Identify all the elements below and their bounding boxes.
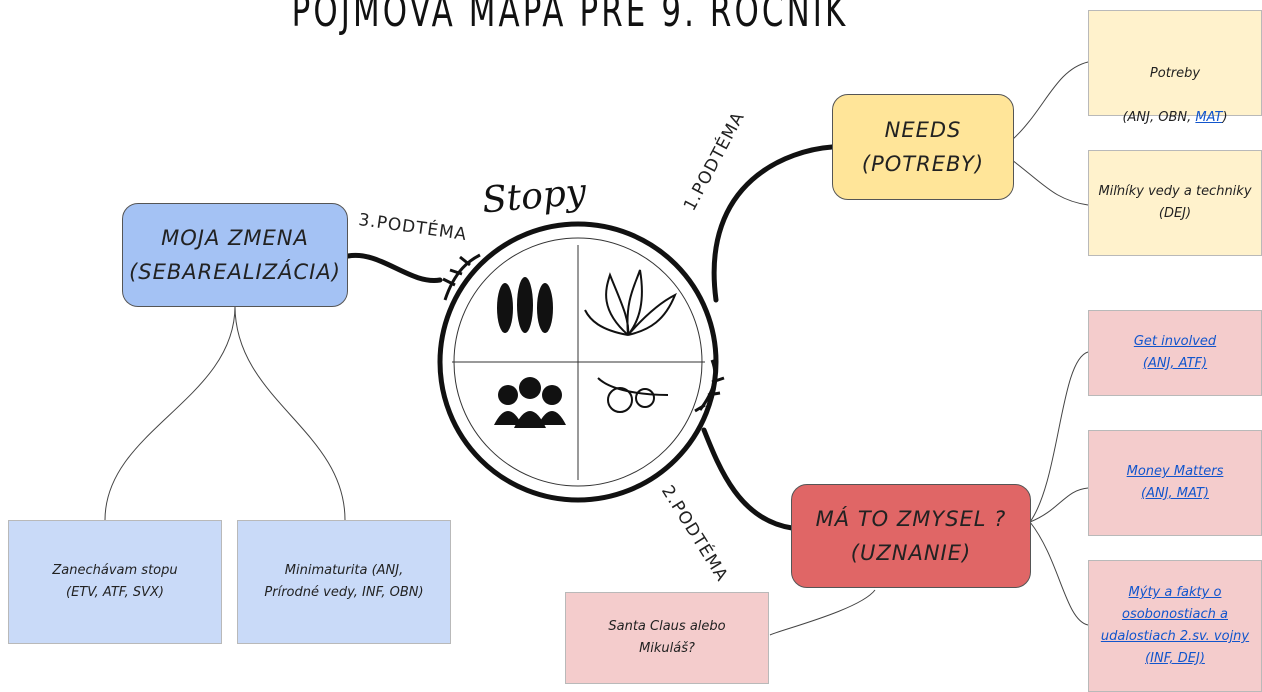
leaf-potreby-title: Potreby <box>1149 66 1201 81</box>
leaf-potreby-subjects: (ANJ, OBN, MAT) <box>1089 107 1261 129</box>
node-needs[interactable]: NEEDS (POTREBY) <box>832 94 1014 200</box>
leaf-zanechavam-stopu[interactable]: Zanechávam stopu (ETV, ATF, SVX) <box>8 520 222 644</box>
connector-zmena-zanechavam <box>104 305 236 521</box>
node-ma-to-zmysel[interactable]: MÁ TO ZMYSEL ? (UZNANIE) <box>791 484 1031 588</box>
leaf-money-matters[interactable]: Money Matters (ANJ, MAT) <box>1088 430 1262 536</box>
connector-zmysel-getinvolved <box>1029 351 1089 523</box>
leaf-potreby-prefix: (ANJ, OBN, <box>1122 110 1196 125</box>
leaf-get-involved[interactable]: Get involved (ANJ, ATF) <box>1088 310 1262 396</box>
leaf-myty-a-fakty[interactable]: Mýty a fakty o osobonostiach a udalostia… <box>1088 560 1262 692</box>
connector-zmena-minimaturita <box>234 305 346 521</box>
page-title: POJMOVÁ MAPA PRE 9. ROČNÍK <box>291 0 849 37</box>
leaf-minimaturita[interactable]: Minimaturita (ANJ, Prírodné vedy, INF, O… <box>237 520 451 644</box>
connector-needs-potreby <box>1011 61 1089 141</box>
leaf-potreby[interactable]: Potreby (ANJ, OBN, MAT) <box>1088 10 1262 125</box>
leaf-santa-claus[interactable]: Santa Claus alebo Mikuláš? <box>565 592 769 684</box>
connector-zmysel-santa <box>769 589 876 636</box>
connector-center-needs <box>711 144 835 303</box>
connector-center-zmysel <box>701 427 795 531</box>
stopy-emblem <box>437 221 725 503</box>
connector-center-zmena <box>345 252 443 283</box>
node-moja-zmena[interactable]: MOJA ZMENA (SEBAREALIZÁCIA) <box>122 203 348 307</box>
link-mat[interactable]: MAT <box>1195 110 1223 125</box>
connector-needs-milniky <box>1011 159 1089 206</box>
connector-zmysel-money <box>1029 487 1089 523</box>
leaf-milniky[interactable]: Miľníky vedy a techniky (DEJ) <box>1088 150 1262 256</box>
leaf-potreby-suffix: ) <box>1222 110 1228 125</box>
connector-zmysel-myty <box>1029 521 1089 626</box>
